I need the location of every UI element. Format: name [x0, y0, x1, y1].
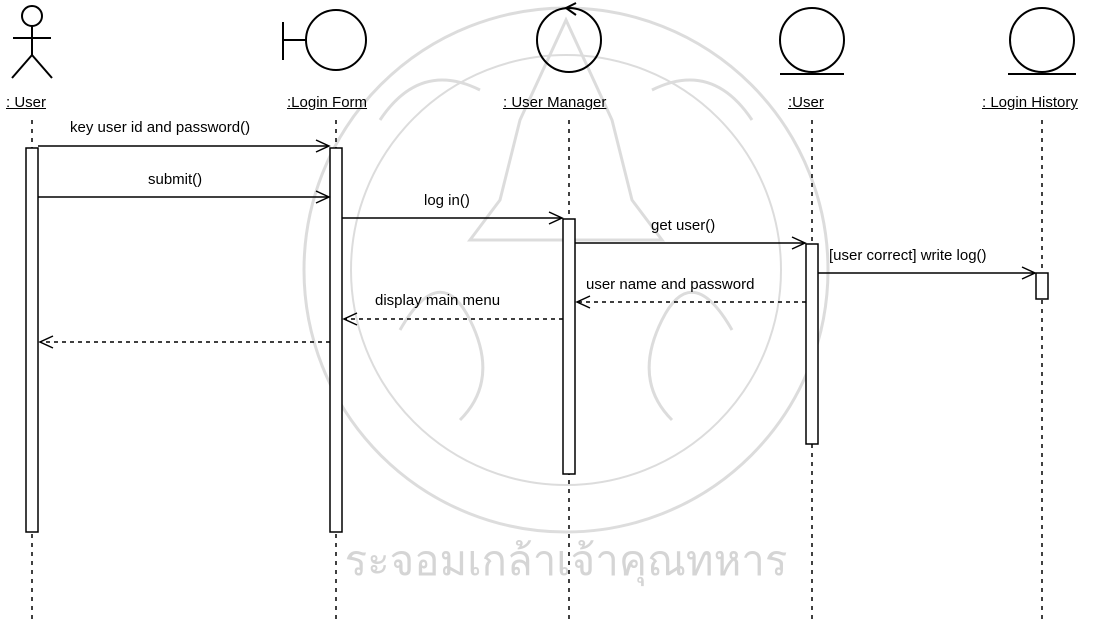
entity-login-history-icon [1008, 8, 1076, 74]
message-label-3: log in() [424, 192, 470, 210]
control-icon [537, 3, 601, 72]
activation-login-history [1036, 273, 1048, 299]
lifeline-label-login-form: :Login Form [287, 94, 367, 112]
boundary-icon [283, 10, 366, 70]
message-label-2: submit() [148, 171, 202, 189]
actor-user-icon [12, 6, 52, 78]
message-label-4: get user() [651, 217, 715, 235]
activation-user [26, 148, 38, 532]
watermark-seal-text: ระจอมเกล้าเจ้าคุณทหาร [345, 536, 788, 587]
activation-user-manager [563, 219, 575, 474]
lifeline-label-user: : User [6, 94, 46, 112]
activation-user-entity [806, 244, 818, 444]
message-label-7: display main menu [375, 292, 500, 310]
activation-login-form [330, 148, 342, 532]
lifeline-label-user-entity: :User [788, 94, 824, 112]
lifeline-label-login-history: : Login History [982, 94, 1078, 112]
activation-bars [26, 148, 1048, 532]
seal-crown-shape [470, 20, 662, 240]
entity-user-icon [780, 8, 844, 74]
lifeline-label-user-manager: : User Manager [503, 94, 606, 112]
message-label-5: [user correct] write log() [829, 247, 987, 265]
message-label-1: key user id and password() [70, 119, 250, 137]
message-label-6: user name and password [586, 276, 754, 294]
